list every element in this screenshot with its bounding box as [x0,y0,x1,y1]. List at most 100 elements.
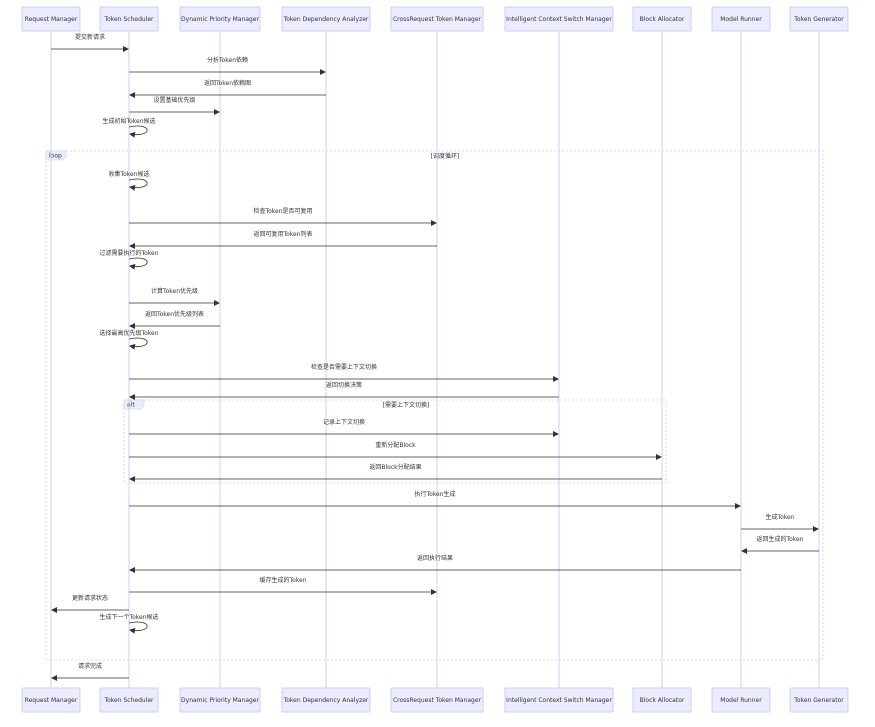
message-label: 返回切换决策 [326,381,362,389]
actor-tda-bottom: Token Dependency Analyzer [281,687,371,713]
actor-box [281,687,371,713]
actor-ts-top: Token Scheduler [99,6,159,32]
message-label: 缓存生成的Token [259,576,306,584]
actor-box [99,687,159,713]
message-label: 生成Token [765,513,794,521]
message: 收集Token候选 [108,170,150,191]
actor-box [789,687,849,713]
actor-label: Token Generator [793,16,844,23]
self-message-arrow [128,257,148,270]
actor-tda-top: Token Dependency Analyzer [281,6,371,32]
message-label: 分析Token依赖 [207,56,248,64]
frame-condition: [调度循环] [431,152,460,160]
message-label: 返回生成的Token [756,535,803,543]
actor-label: Intelligent Context Switch Manager [506,697,612,704]
actor-box [711,6,771,32]
self-message-arrow [128,178,148,191]
actor-label: Request Manager [25,697,78,704]
actor-box [21,6,81,32]
message-label: 记录上下文切换 [323,418,365,426]
message: 生成下一个Token候选 [99,613,159,634]
frame-border [123,399,667,484]
self-message-arrow [128,125,148,138]
actor-box [179,687,261,713]
frame-condition: [需要上下文切换] [383,401,430,409]
message-label: 过滤需要执行的Token [99,249,158,257]
actor-box [390,687,484,713]
message-label: 检查是否需要上下文切换 [311,363,377,371]
actor-label: Token Generator [793,697,844,704]
actor-box [179,6,261,32]
message-label: 提交新请求 [75,33,105,41]
message: 分析Token依赖 [129,56,326,75]
frame-label: alt [127,402,135,409]
message-label: 生成初始Token候选 [102,117,155,125]
actor-ba-top: Block Allocator [632,6,692,32]
message-label: 返回Token优先级列表 [145,310,204,318]
message: 返回生成的Token [741,535,819,554]
message: 缓存生成的Token [129,576,437,595]
message-label: 检查Token是否可复用 [253,207,312,215]
actor-rm-top: Request Manager [21,6,81,32]
message: 过滤需要执行的Token [99,249,159,270]
message: 返回Block分配结果 [129,463,662,482]
actor-dpm-top: Dynamic Priority Manager [179,6,261,32]
message: 设置基础优先级 [129,96,220,115]
actor-label: Token Dependency Analyzer [283,697,369,704]
actor-mr-bottom: Model Runner [711,687,771,713]
message: 返回可复用Token列表 [129,230,437,249]
message: 记录上下文切换 [129,418,559,437]
self-message-arrow [128,337,148,350]
message-label: 返回Token依赖图 [204,79,251,87]
actor-label: Token Scheduler [103,697,154,704]
frame-loop: loop [调度循环] [45,150,824,661]
frame-label: loop [49,153,62,160]
message-label: 生成下一个Token候选 [99,613,158,621]
actor-box [21,687,81,713]
actor-box [281,6,371,32]
message-label: 设置基础优先级 [153,96,195,104]
message: 返回执行结果 [129,554,741,573]
actor-label: Request Manager [25,16,78,23]
actor-icsm-bottom: Intelligent Context Switch Manager [504,687,614,713]
actor-box [789,6,849,32]
message-label: 选择最高优先级Token [99,329,158,337]
message: 更新请求状态 [51,594,129,613]
message: 请求完成 [51,662,129,681]
message: 提交新请求 [51,33,129,52]
actor-icsm-top: Intelligent Context Switch Manager [504,6,614,32]
actor-ts-bottom: Token Scheduler [99,687,159,713]
message: 生成初始Token候选 [102,117,156,138]
actor-crtm-bottom: CrossRequest Token Manager [390,687,484,713]
message: 检查是否需要上下文切换 [129,363,559,382]
actor-box [504,6,614,32]
message-label: 收集Token候选 [108,170,149,178]
actor-tg-top: Token Generator [789,6,849,32]
actor-label: Token Scheduler [103,16,154,23]
actor-label: Model Runner [720,16,762,23]
actor-tg-bottom: Token Generator [789,687,849,713]
actor-label: CrossRequest Token Manager [393,697,482,704]
message: 返回Token优先级列表 [129,310,220,329]
actor-ba-bottom: Block Allocator [632,687,692,713]
actor-label: Intelligent Context Switch Manager [506,16,612,23]
message: 生成Token [741,513,819,532]
message-label: 返回Block分配结果 [369,463,421,471]
message: 返回Token依赖图 [129,79,326,98]
actor-label: Dynamic Priority Manager [181,697,259,704]
message-label: 返回可复用Token列表 [253,230,312,238]
actor-label: Block Allocator [640,16,685,23]
actor-box [632,687,692,713]
actor-label: Dynamic Priority Manager [181,16,259,23]
message: 计算Token优先级 [129,287,220,306]
frame-border [45,150,824,661]
message: 重新分配Block [129,441,662,460]
message-label: 执行Token生成 [414,490,455,498]
self-message-arrow [128,621,148,634]
actor-mr-top: Model Runner [711,6,771,32]
actor-label: CrossRequest Token Manager [393,16,482,23]
actor-crtm-top: CrossRequest Token Manager [390,6,484,32]
message-label: 计算Token优先级 [151,287,198,295]
actor-box [504,687,614,713]
